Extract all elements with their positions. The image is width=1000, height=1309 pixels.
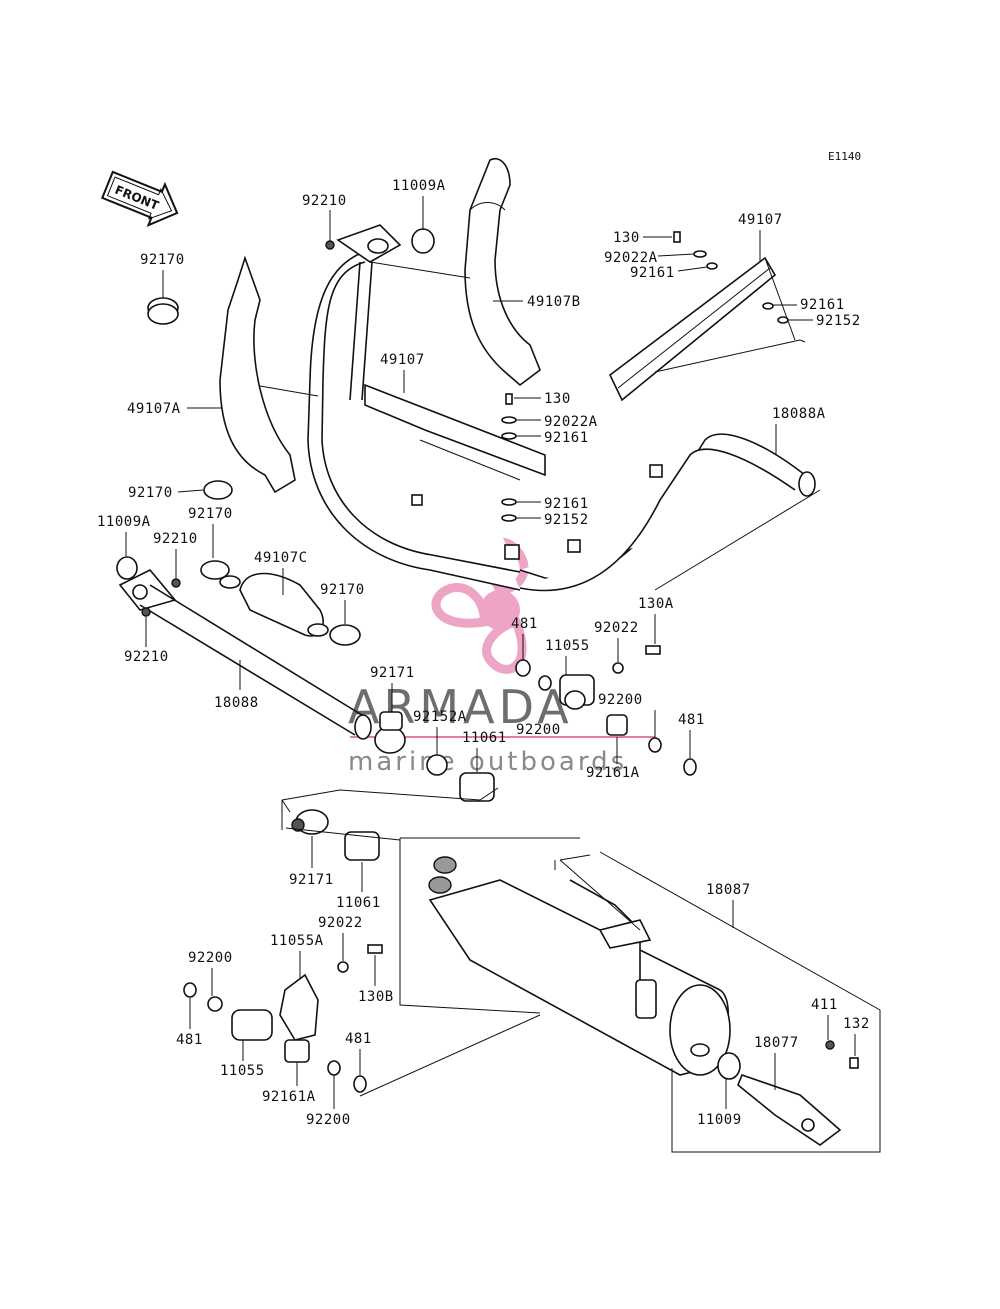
clamp-92170-4 (329, 624, 361, 646)
label-92022a-center: 92022A (544, 414, 598, 430)
gasket-11009 (717, 1052, 741, 1080)
heat-shield-49107-right (608, 256, 801, 402)
label-92210-top: 92210 (302, 193, 347, 209)
label-481-upper: 481 (511, 616, 538, 632)
bracket-18077 (737, 1040, 859, 1146)
label-11055a: 11055A (270, 933, 324, 949)
label-49107-upper-right: 49107 (738, 212, 783, 228)
label-18087: 18087 (706, 882, 751, 898)
clamp-92171-lower (291, 809, 329, 835)
label-92170-4: 92170 (320, 582, 365, 598)
label-92210-left: 92210 (153, 531, 198, 547)
bushing-11061-lower (344, 831, 380, 861)
washer-92152a (426, 754, 448, 776)
front-pipe-18088 (118, 569, 372, 740)
label-49107-center: 49107 (380, 352, 425, 368)
clamp-92170-3 (200, 560, 230, 580)
label-92152a: 92152A (413, 709, 467, 725)
tail-pipe-18088a (504, 433, 816, 592)
bushing-11061-upper (459, 772, 495, 802)
label-92170-3: 92170 (188, 506, 233, 522)
label-92022a-upper-right: 92022A (604, 250, 658, 266)
muffler-18087 (428, 856, 731, 1076)
label-49107b: 49107B (527, 294, 581, 310)
label-11061-lower: 11061 (336, 895, 381, 911)
header-flange-top (325, 224, 435, 263)
label-92161-center: 92161 (544, 430, 589, 446)
nut-92210-upper (171, 578, 181, 588)
heat-shield-49107a (219, 255, 296, 494)
explode-outlines (281, 787, 881, 1153)
label-130-center: 130 (544, 391, 571, 407)
label-92171-upper: 92171 (370, 665, 415, 681)
label-92171-lower: 92171 (289, 872, 334, 888)
front-arrow-icon: FRONT (101, 170, 179, 228)
mount-hardware-right (515, 645, 697, 776)
nut-92210-lower (141, 607, 151, 617)
clamp-92170-top (147, 297, 179, 325)
label-92161a-upper: 92161A (586, 765, 640, 781)
label-481-lower-center: 481 (345, 1031, 372, 1047)
label-11009a-top: 11009A (392, 178, 446, 194)
diagram-code: E1140 (828, 150, 861, 163)
label-92200-upper-center: 92200 (516, 722, 561, 738)
label-11009: 11009 (697, 1112, 742, 1128)
mount-hardware-left (183, 944, 383, 1093)
label-92161-upper-right: 92161 (630, 265, 675, 281)
label-130a: 130A (638, 596, 674, 612)
clamp-92171-upper (374, 711, 406, 754)
label-49107c: 49107C (254, 550, 308, 566)
label-11061-upper: 11061 (462, 730, 507, 746)
label-132: 132 (843, 1016, 870, 1032)
label-92022-upper: 92022 (594, 620, 639, 636)
label-130-upper-right: 130 (613, 230, 640, 246)
label-92152-right: 92152 (816, 313, 861, 329)
label-11055-upper: 11055 (545, 638, 590, 654)
label-11009a-left: 11009A (97, 514, 151, 530)
explode-lines-upper (259, 257, 821, 591)
clamp-92170-2 (203, 480, 233, 500)
hardware-center (501, 393, 517, 522)
catalyst-49107c (219, 572, 329, 637)
label-92200-upper-right: 92200 (598, 692, 643, 708)
label-130b: 130B (358, 989, 394, 1005)
label-92161-right: 92161 (800, 297, 845, 313)
label-49107a: 49107A (127, 401, 181, 417)
label-92161a-lower: 92161A (262, 1089, 316, 1105)
label-92200-left: 92200 (188, 950, 233, 966)
label-18088a: 18088A (772, 406, 826, 422)
label-481-lower-left: 481 (176, 1032, 203, 1048)
hardware-upper-right (673, 231, 789, 324)
heat-shield-49107b (464, 158, 541, 387)
label-18088: 18088 (214, 695, 259, 711)
label-18077: 18077 (754, 1035, 799, 1051)
label-92200-lower: 92200 (306, 1112, 351, 1128)
label-11055-lower: 11055 (220, 1063, 265, 1079)
label-92022-lower: 92022 (318, 915, 363, 931)
label-92210-lower: 92210 (124, 649, 169, 665)
label-481-right: 481 (678, 712, 705, 728)
label-92152-lower-center: 92152 (544, 512, 589, 528)
label-92170-2: 92170 (128, 485, 173, 501)
label-411: 411 (811, 997, 838, 1013)
heat-shield-49107-center (364, 383, 546, 506)
label-92161-lower-center: 92161 (544, 496, 589, 512)
gasket-11009a-left (116, 556, 138, 580)
label-92170-top: 92170 (140, 252, 185, 268)
